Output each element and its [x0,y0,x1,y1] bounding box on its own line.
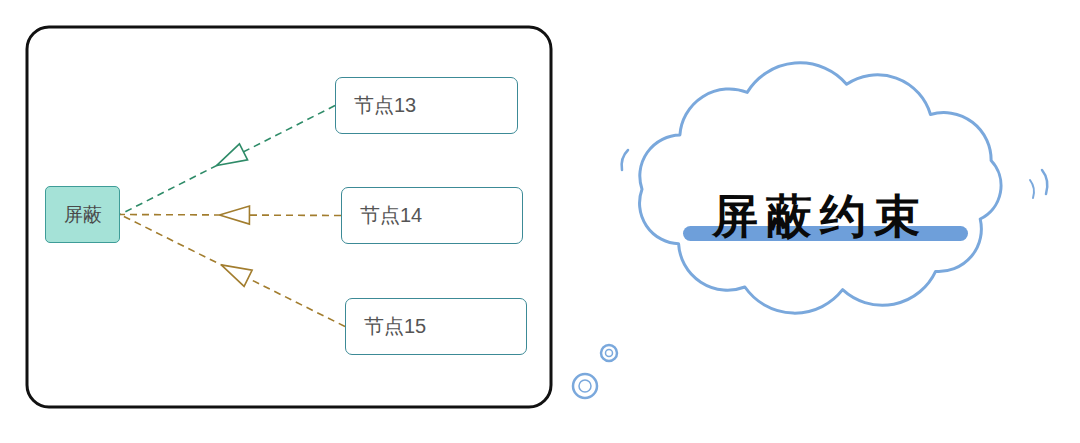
dashed-connector [120,215,345,327]
cloud-title: 屏蔽约束 [600,186,1040,248]
connector-line [120,106,335,215]
cloud-stroke [622,150,628,170]
cloud-stroke [1030,180,1034,198]
thought-bubble [579,380,591,392]
process-box: 节点14 [341,187,523,244]
arrowhead [221,265,252,286]
panel-frame [27,27,551,407]
node-label: 屏蔽 [64,202,102,228]
connector-line [120,215,345,327]
thought-cloud: 屏蔽约束 [600,40,1040,350]
dashed-connector [120,106,335,215]
node-label: 节点13 [354,92,416,119]
dashed-connector [120,206,341,224]
node-label: 节点14 [360,202,422,229]
cloud-outline [640,63,1001,313]
process-box: 节点13 [335,77,518,134]
thought-bubble [573,374,597,398]
cloud-stroke [1042,170,1047,194]
thought-bubble [601,345,617,361]
arrowhead [217,144,248,166]
process-box: 节点15 [345,298,527,355]
arrowhead [219,206,249,224]
node-label: 节点15 [364,313,426,340]
shield-box: 屏蔽 [45,186,120,243]
thought-bubble [606,350,613,357]
